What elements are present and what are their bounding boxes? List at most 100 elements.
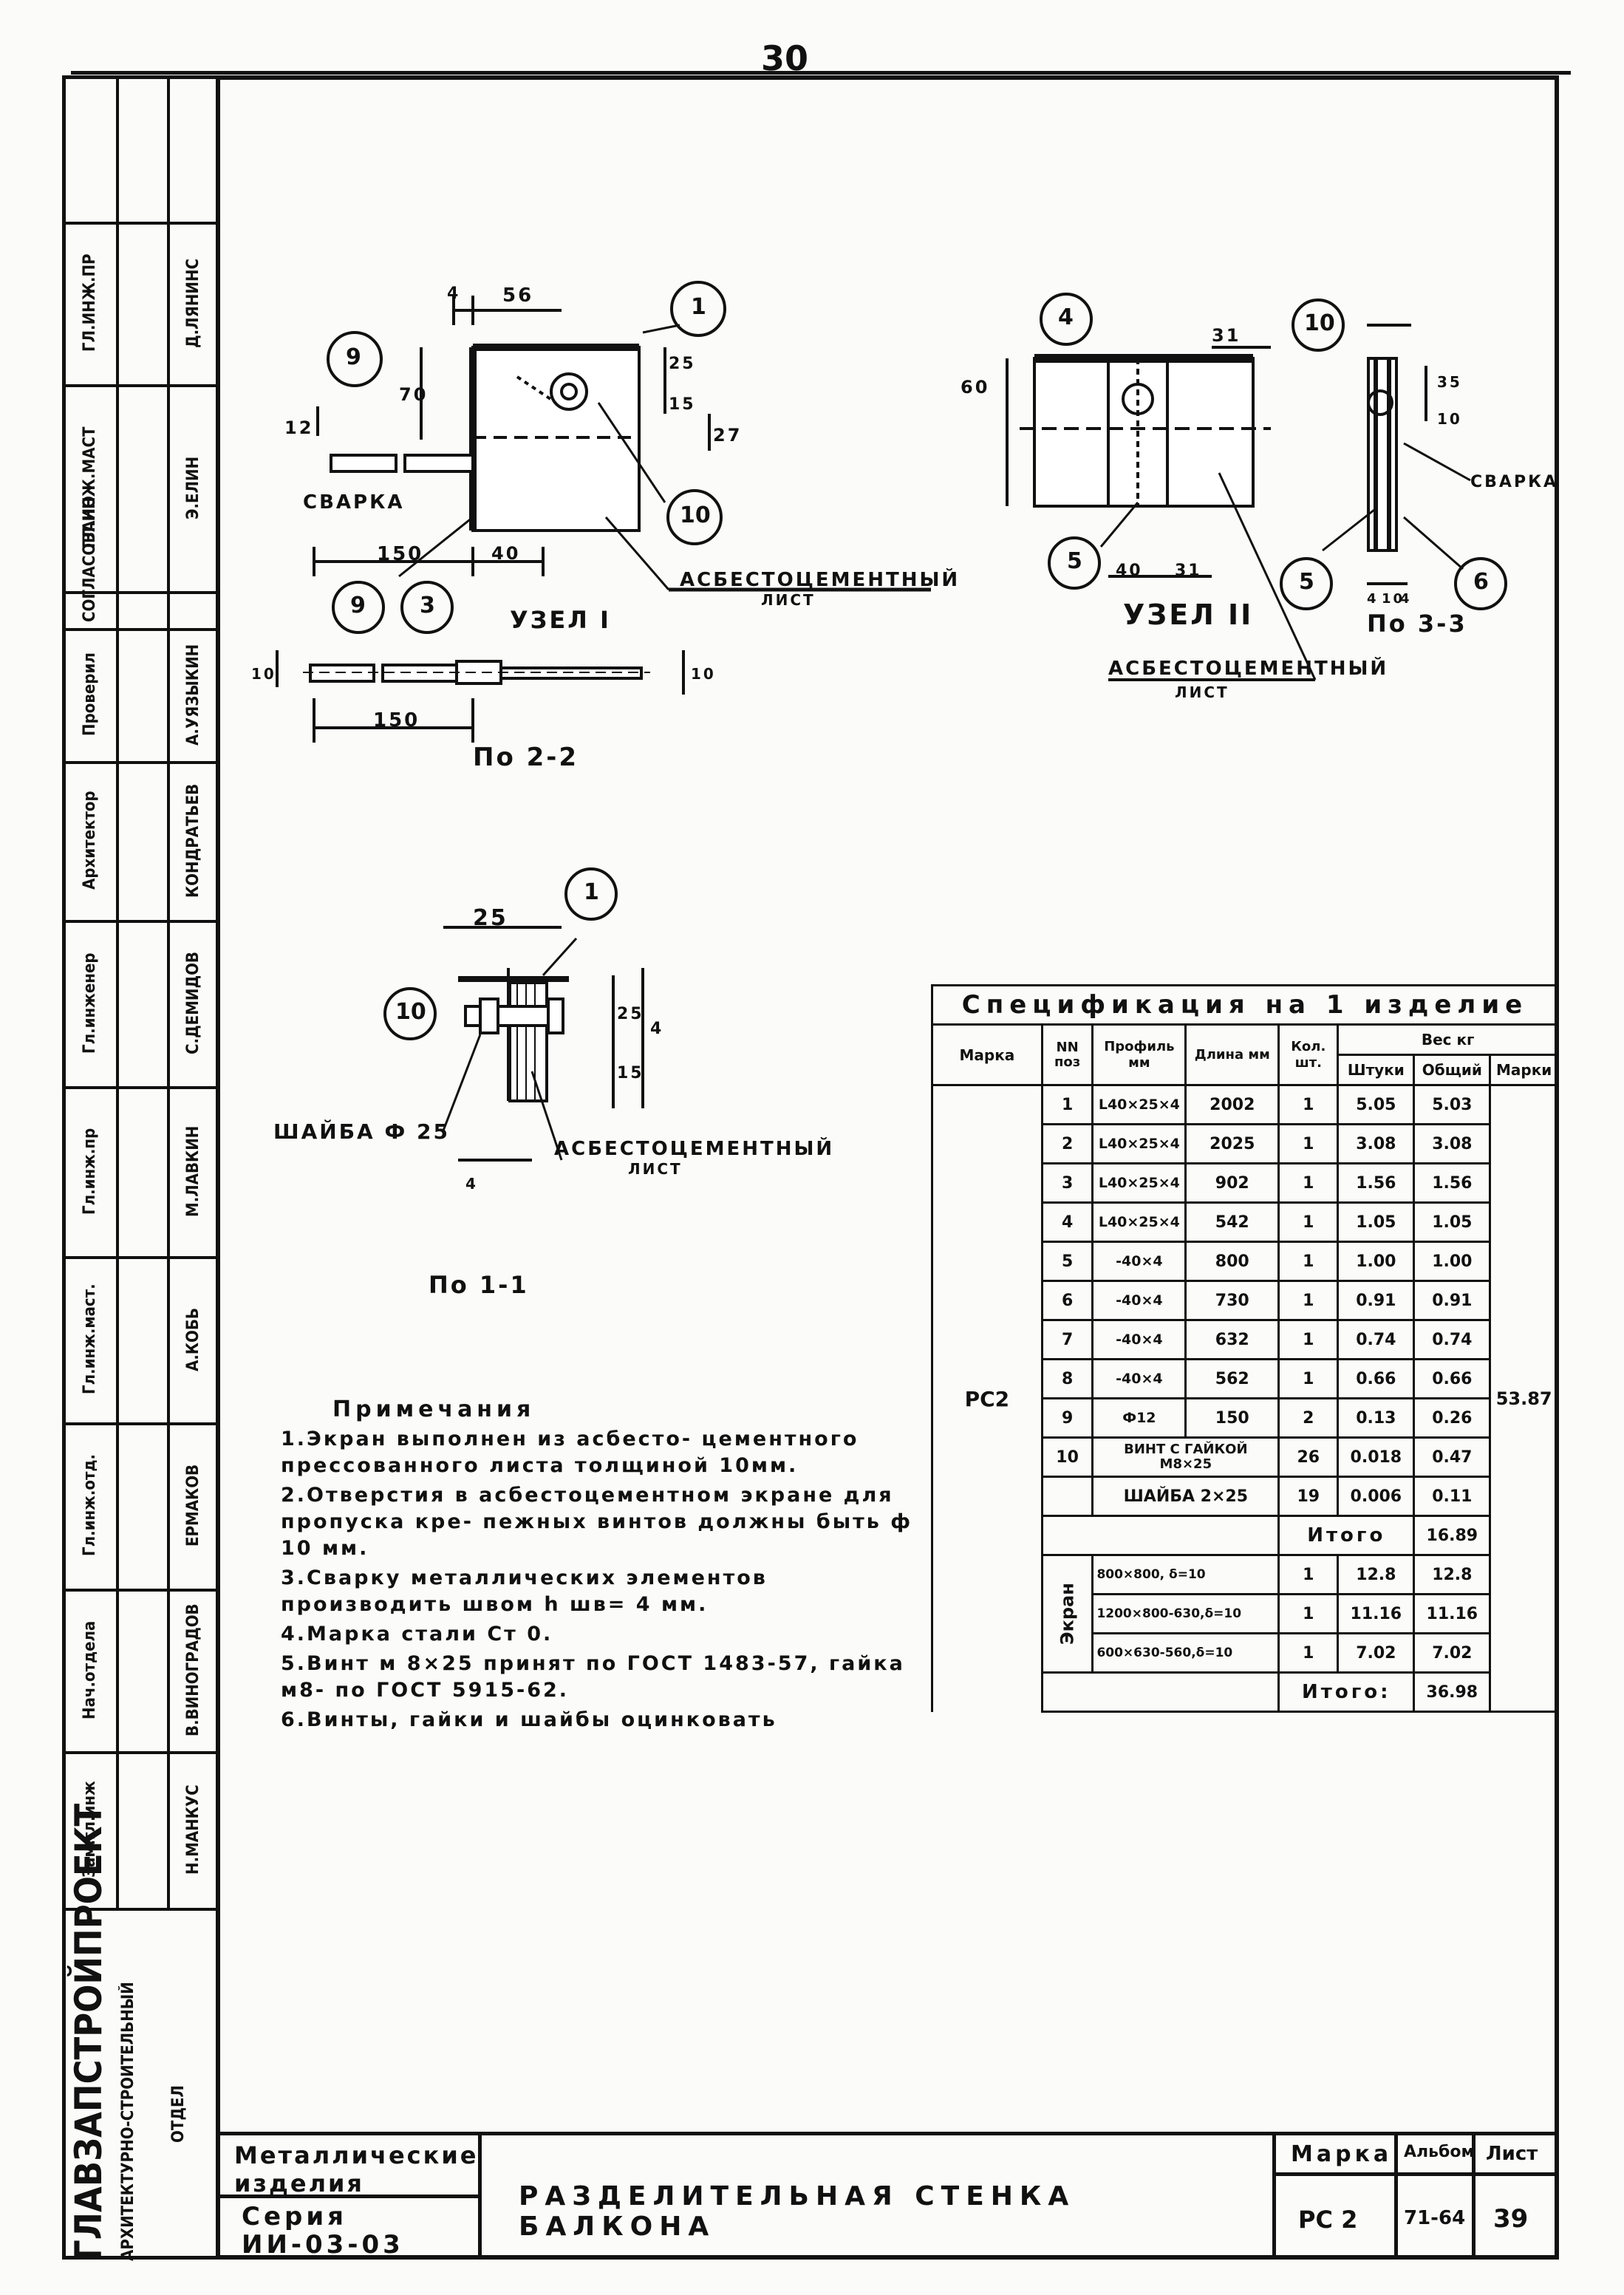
tb-album-value: 71-64 <box>1404 2207 1466 2229</box>
spec-h-profil: Профиль мм <box>1091 1023 1187 1086</box>
spec-total: 1.05 <box>1413 1201 1492 1243</box>
section33-label: По 3-3 <box>1367 610 1467 638</box>
spec-profile: L40×25×4 <box>1091 1123 1187 1164</box>
notes: Примечания 1.Экран выполнен из асбесто- … <box>281 1397 916 1736</box>
spec-ekran-qty: 1 <box>1277 1554 1340 1595</box>
spec-profile: -40×4 <box>1091 1358 1187 1399</box>
dim-31b: 31 <box>1175 562 1202 580</box>
spec-pos: 1 <box>1040 1084 1094 1125</box>
circle-label-10: 10 <box>680 502 711 528</box>
spec-length: 150 <box>1184 1397 1280 1439</box>
strip-row-divider <box>62 1086 220 1089</box>
circle-label-1: 1 <box>691 294 706 320</box>
dim-15c: 15 <box>617 1064 644 1082</box>
dim-10b: 10 <box>691 665 716 683</box>
node2-title: УЗЕЛ II <box>1123 599 1254 631</box>
list-label-1: ЛИСТ <box>761 591 816 609</box>
spec-ekran-unit: 7.02 <box>1337 1632 1416 1674</box>
circle-label-9b: 9 <box>350 593 366 618</box>
spec-title: Спецификация на 1 изделие <box>931 984 1559 1026</box>
spec-unit: 0.66 <box>1337 1358 1416 1399</box>
spec-blank <box>1040 1671 1280 1713</box>
spec-qty: 19 <box>1277 1476 1340 1517</box>
asbest-label-3: АСБЕСТОЦЕМЕНТНЫЙ <box>554 1138 835 1160</box>
svarka-label-1: СВАРКА <box>303 491 405 514</box>
strip-row-divider <box>62 591 220 594</box>
spec-qty: 1 <box>1277 1084 1340 1125</box>
section11-drawing <box>383 867 644 1162</box>
strip-row-divider <box>62 1908 220 1911</box>
approval-strip <box>62 75 220 2260</box>
tb-title-cell: РАЗДЕЛИТЕЛЬНАЯ СТЕНКА БАЛКОНА <box>478 2132 1276 2260</box>
strip-col-divider-2 <box>167 75 170 1908</box>
dim-150b: 150 <box>373 709 420 732</box>
spec-total: 0.47 <box>1413 1436 1492 1478</box>
spec-pos: 9 <box>1040 1397 1094 1439</box>
dim-70: 70 <box>399 384 429 405</box>
tb-album-label-cell: Альбом <box>1394 2132 1475 2176</box>
note-item: 5.Винт м 8×25 принят по ГОСТ 1483-57, га… <box>281 1652 905 1702</box>
note-item: 6.Винты, гайки и шайбы оцинковать <box>281 1708 777 1731</box>
spec-itogo1-label: Итого <box>1277 1515 1416 1556</box>
dim-10c: 10 <box>1437 410 1462 428</box>
spec-h-dlina: Длина мм <box>1184 1023 1280 1086</box>
spec-length: 562 <box>1184 1358 1280 1399</box>
spec-qty: 1 <box>1277 1358 1340 1399</box>
notes-heading: Примечания <box>332 1397 536 1422</box>
spec-unit: 0.74 <box>1337 1319 1416 1360</box>
tb-series-cell: Серия ИИ-03-03 <box>216 2195 482 2260</box>
spec-length: 902 <box>1184 1162 1280 1204</box>
dim-60: 60 <box>961 377 990 398</box>
spec-total: 5.03 <box>1413 1084 1492 1125</box>
spec-profile: ВИНТ С ГАЙКОЙ М8×25 <box>1091 1436 1280 1478</box>
spec-h-obshch: Общий <box>1413 1054 1492 1086</box>
spec-total: 1.56 <box>1413 1162 1492 1204</box>
spec-qty: 1 <box>1277 1319 1340 1360</box>
tb-sheet-value: 39 <box>1493 2204 1529 2234</box>
dim-4: 4 <box>447 284 461 303</box>
strip-row-divider <box>62 1422 220 1425</box>
spec-h-kol: Кол. шт. <box>1277 1023 1340 1086</box>
dim-40: 40 <box>491 543 521 564</box>
strip-row-divider <box>62 761 220 764</box>
strip-row-divider <box>62 384 220 387</box>
spec-profile: L40×25×4 <box>1091 1084 1187 1125</box>
spec-profile: Ф12 <box>1091 1397 1187 1439</box>
spec-qty: 1 <box>1277 1162 1340 1204</box>
tb-category: Металлические изделия <box>234 2141 479 2197</box>
tb-marka-value-cell: РС 2 <box>1272 2172 1398 2260</box>
spec-ekran-desc: 600×630-560,δ=10 <box>1091 1632 1280 1674</box>
spec-ekran-desc: 800×800, δ=10 <box>1091 1554 1280 1595</box>
tb-title: РАЗДЕЛИТЕЛЬНАЯ СТЕНКА БАЛКОНА <box>519 2181 1076 2242</box>
dim-15: 15 <box>669 395 696 414</box>
spec-ekran-qty: 1 <box>1277 1632 1340 1674</box>
dim-40c: 40 <box>1116 562 1143 580</box>
strip-row-divider <box>62 1751 220 1754</box>
spec-unit: 1.00 <box>1337 1241 1416 1282</box>
circle-label-1b: 1 <box>584 879 599 905</box>
spec-length: 632 <box>1184 1319 1280 1360</box>
spec-total: 0.74 <box>1413 1319 1492 1360</box>
spec-ekran-total: 12.8 <box>1413 1554 1492 1595</box>
spec-pos <box>1040 1476 1094 1517</box>
spec-pos: 4 <box>1040 1201 1094 1243</box>
node2-drawing <box>1006 293 1317 681</box>
notes-items: 1.Экран выполнен из асбесто- цементного … <box>281 1426 916 1733</box>
tb-marka-label: Марка <box>1291 2141 1393 2167</box>
strip-row-divider <box>62 222 220 225</box>
spec-unit: 0.13 <box>1337 1397 1416 1439</box>
circle-label-5: 5 <box>1067 548 1082 574</box>
circle-label-3: 3 <box>420 593 435 618</box>
tb-sheet-label-cell: Лист <box>1472 2132 1559 2176</box>
spec-total: 0.66 <box>1413 1358 1492 1399</box>
spec-qty: 2 <box>1277 1397 1340 1439</box>
spec-profile: L40×25×4 <box>1091 1162 1187 1204</box>
spec-length: 2025 <box>1184 1123 1280 1164</box>
spec-mark: РС2 <box>931 1084 1043 1712</box>
spec-ekran-unit: 11.16 <box>1337 1593 1416 1634</box>
strip-row-divider <box>62 920 220 923</box>
spec-itogo2-value: 36.98 <box>1413 1671 1492 1713</box>
spec-profile: -40×4 <box>1091 1280 1187 1321</box>
spec-qty: 1 <box>1277 1280 1340 1321</box>
spec-length: 730 <box>1184 1280 1280 1321</box>
